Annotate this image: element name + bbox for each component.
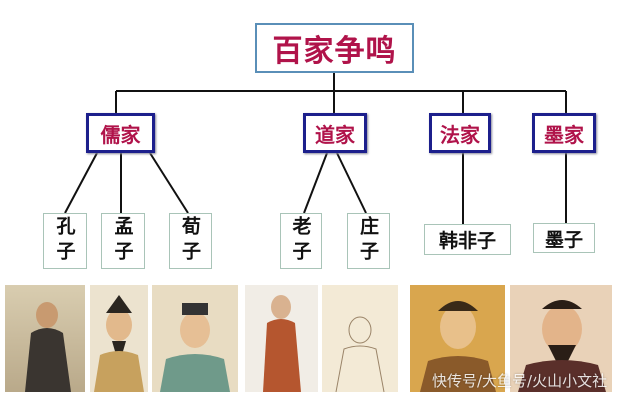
watermark: 快传号/大鱼号/火山小文社 (432, 372, 608, 390)
connector-line (64, 152, 98, 214)
connector-line (303, 152, 328, 214)
portrait-mencius (90, 285, 148, 392)
person-node: 老子 (280, 213, 322, 269)
person-node: 孔子 (43, 213, 87, 269)
school-node-taoism: 道家 (303, 113, 367, 153)
portrait-xunzi (152, 285, 238, 392)
title-node: 百家争鸣 (255, 23, 414, 73)
connector-line (149, 152, 189, 214)
person-node: 孟子 (101, 213, 145, 269)
portrait-confucius (5, 285, 85, 392)
school-node-legalism: 法家 (429, 113, 491, 153)
person-node: 墨子 (533, 223, 595, 253)
portrait-zhuangzi (322, 285, 398, 392)
person-node: 庄子 (347, 213, 390, 269)
portrait-laozi (245, 285, 318, 392)
portrait-hanfeizi (410, 285, 505, 392)
school-node-mohism: 墨家 (532, 113, 596, 153)
connector-line (336, 152, 367, 214)
person-node: 韩非子 (424, 224, 511, 255)
portrait-mozi (510, 285, 612, 392)
school-node-confucianism: 儒家 (86, 113, 155, 153)
person-node: 荀子 (169, 213, 212, 269)
